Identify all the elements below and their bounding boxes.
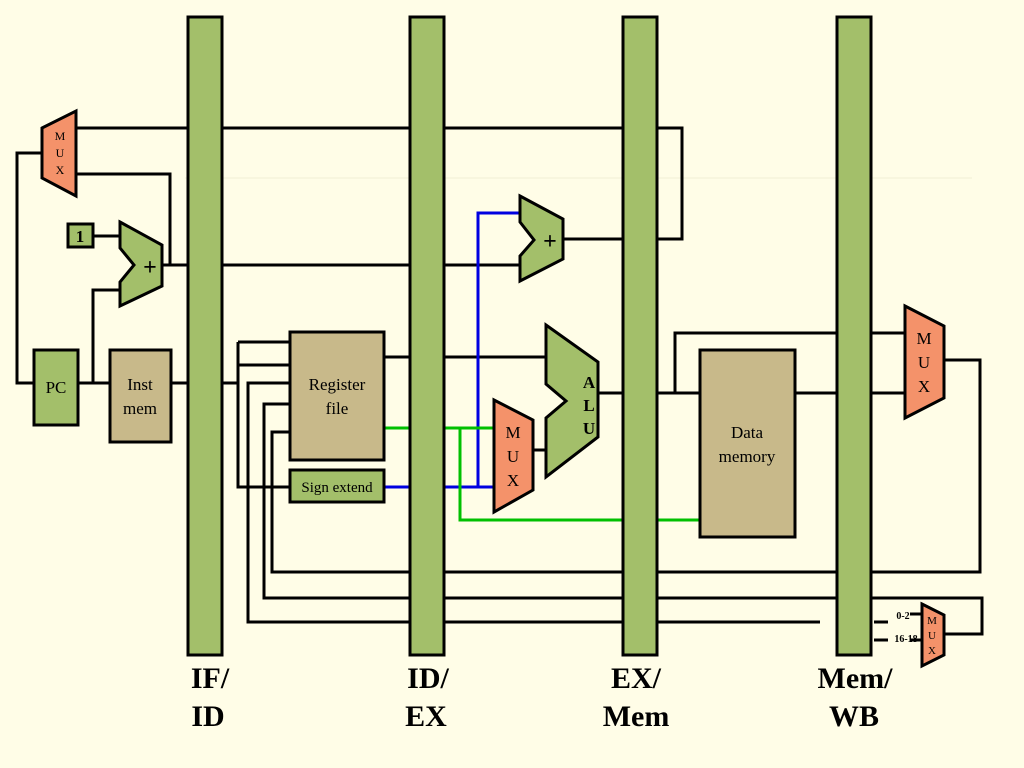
ifid-label-1: IF/ (191, 662, 230, 695)
register-file-label-1: Register (309, 375, 366, 394)
alu-src-mux-letter-3: X (507, 471, 519, 490)
reg-dst-label-bottom: 16-18 (894, 634, 917, 645)
alu-src-mux (492, 397, 535, 515)
data-memory-label-2: memory (719, 447, 776, 466)
wire-rd2-to-datamem (458, 428, 700, 522)
wire-pc-to-adder (91, 288, 120, 383)
reg-dst-mux-letter-1: M (927, 615, 937, 627)
pc-adder-symbol: + (143, 255, 157, 281)
sign-extend-block (288, 468, 386, 504)
pipeline-register-idex (408, 15, 446, 657)
wire-branch-target-to-pc-mux (76, 126, 684, 241)
pipeline-registers (186, 15, 873, 657)
alu-letter-2: L (583, 396, 594, 415)
alu-letter-3: U (583, 419, 595, 438)
reg-dst-mux-letter-3: X (928, 645, 936, 657)
sign-extend-label: Sign extend (301, 480, 373, 496)
reg-dst-label-top: 0-2 (896, 611, 909, 622)
pc-mux (40, 108, 78, 199)
pc-mux-letter-2: U (56, 146, 65, 160)
exmem-label-2: Mem (603, 700, 670, 733)
wire-signext-to-branch-adder (476, 211, 520, 487)
data-memory-label-1: Data (731, 423, 764, 442)
idex-label-1: ID/ (407, 662, 449, 695)
pipeline-register-ifid (186, 15, 224, 657)
alu-src-mux-letter-2: U (507, 447, 519, 466)
wire-instr-to-regdst-a (246, 381, 820, 624)
memwb-label-1: Mem/ (818, 662, 894, 695)
pc-label: PC (46, 378, 67, 397)
wb-mux-letter-3: X (918, 377, 930, 396)
constant-one-label: 1 (76, 227, 85, 246)
exmem-label-1: EX/ (611, 662, 662, 695)
wire-pc-mux-to-pc (15, 151, 42, 385)
instruction-memory-block (108, 348, 173, 444)
pc-mux-letter-1: M (55, 129, 66, 143)
alu-src-mux-letter-1: M (505, 423, 520, 442)
pc-mux-letter-3: X (56, 163, 65, 177)
branch-adder (518, 193, 565, 284)
alu-letter-1: A (583, 373, 596, 392)
inst-mem-label-2: mem (123, 399, 157, 418)
idex-label-2: EX (405, 700, 447, 733)
writeback-mux (903, 303, 946, 421)
ifid-label-2: ID (191, 700, 224, 733)
green-wires (384, 426, 700, 522)
pc-block (32, 348, 80, 427)
reg-dst-mux (920, 601, 946, 669)
inst-mem-label-1: Inst (127, 375, 153, 394)
reg-dst-mux-letter-2: U (928, 630, 936, 642)
pc-adder (118, 219, 164, 309)
register-file-block (288, 330, 386, 462)
register-file-label-2: file (326, 399, 349, 418)
memwb-label-2: WB (829, 700, 879, 733)
constant-one-block (66, 222, 95, 249)
pipeline-register-labels: IF/ ID ID/ EX EX/ Mem Mem/ WB (191, 662, 893, 733)
wire-alu-bypass (673, 331, 837, 393)
branch-adder-symbol: + (543, 229, 557, 255)
pipeline-register-exmem (621, 15, 659, 657)
wb-mux-letter-1: M (916, 329, 931, 348)
wire-pc-plus-one-to-pc-mux (76, 172, 172, 265)
blue-wires (384, 211, 520, 489)
alu (544, 322, 600, 481)
data-memory-block (698, 348, 797, 539)
pipeline-register-memwb (835, 15, 873, 657)
wb-mux-letter-2: U (918, 353, 930, 372)
